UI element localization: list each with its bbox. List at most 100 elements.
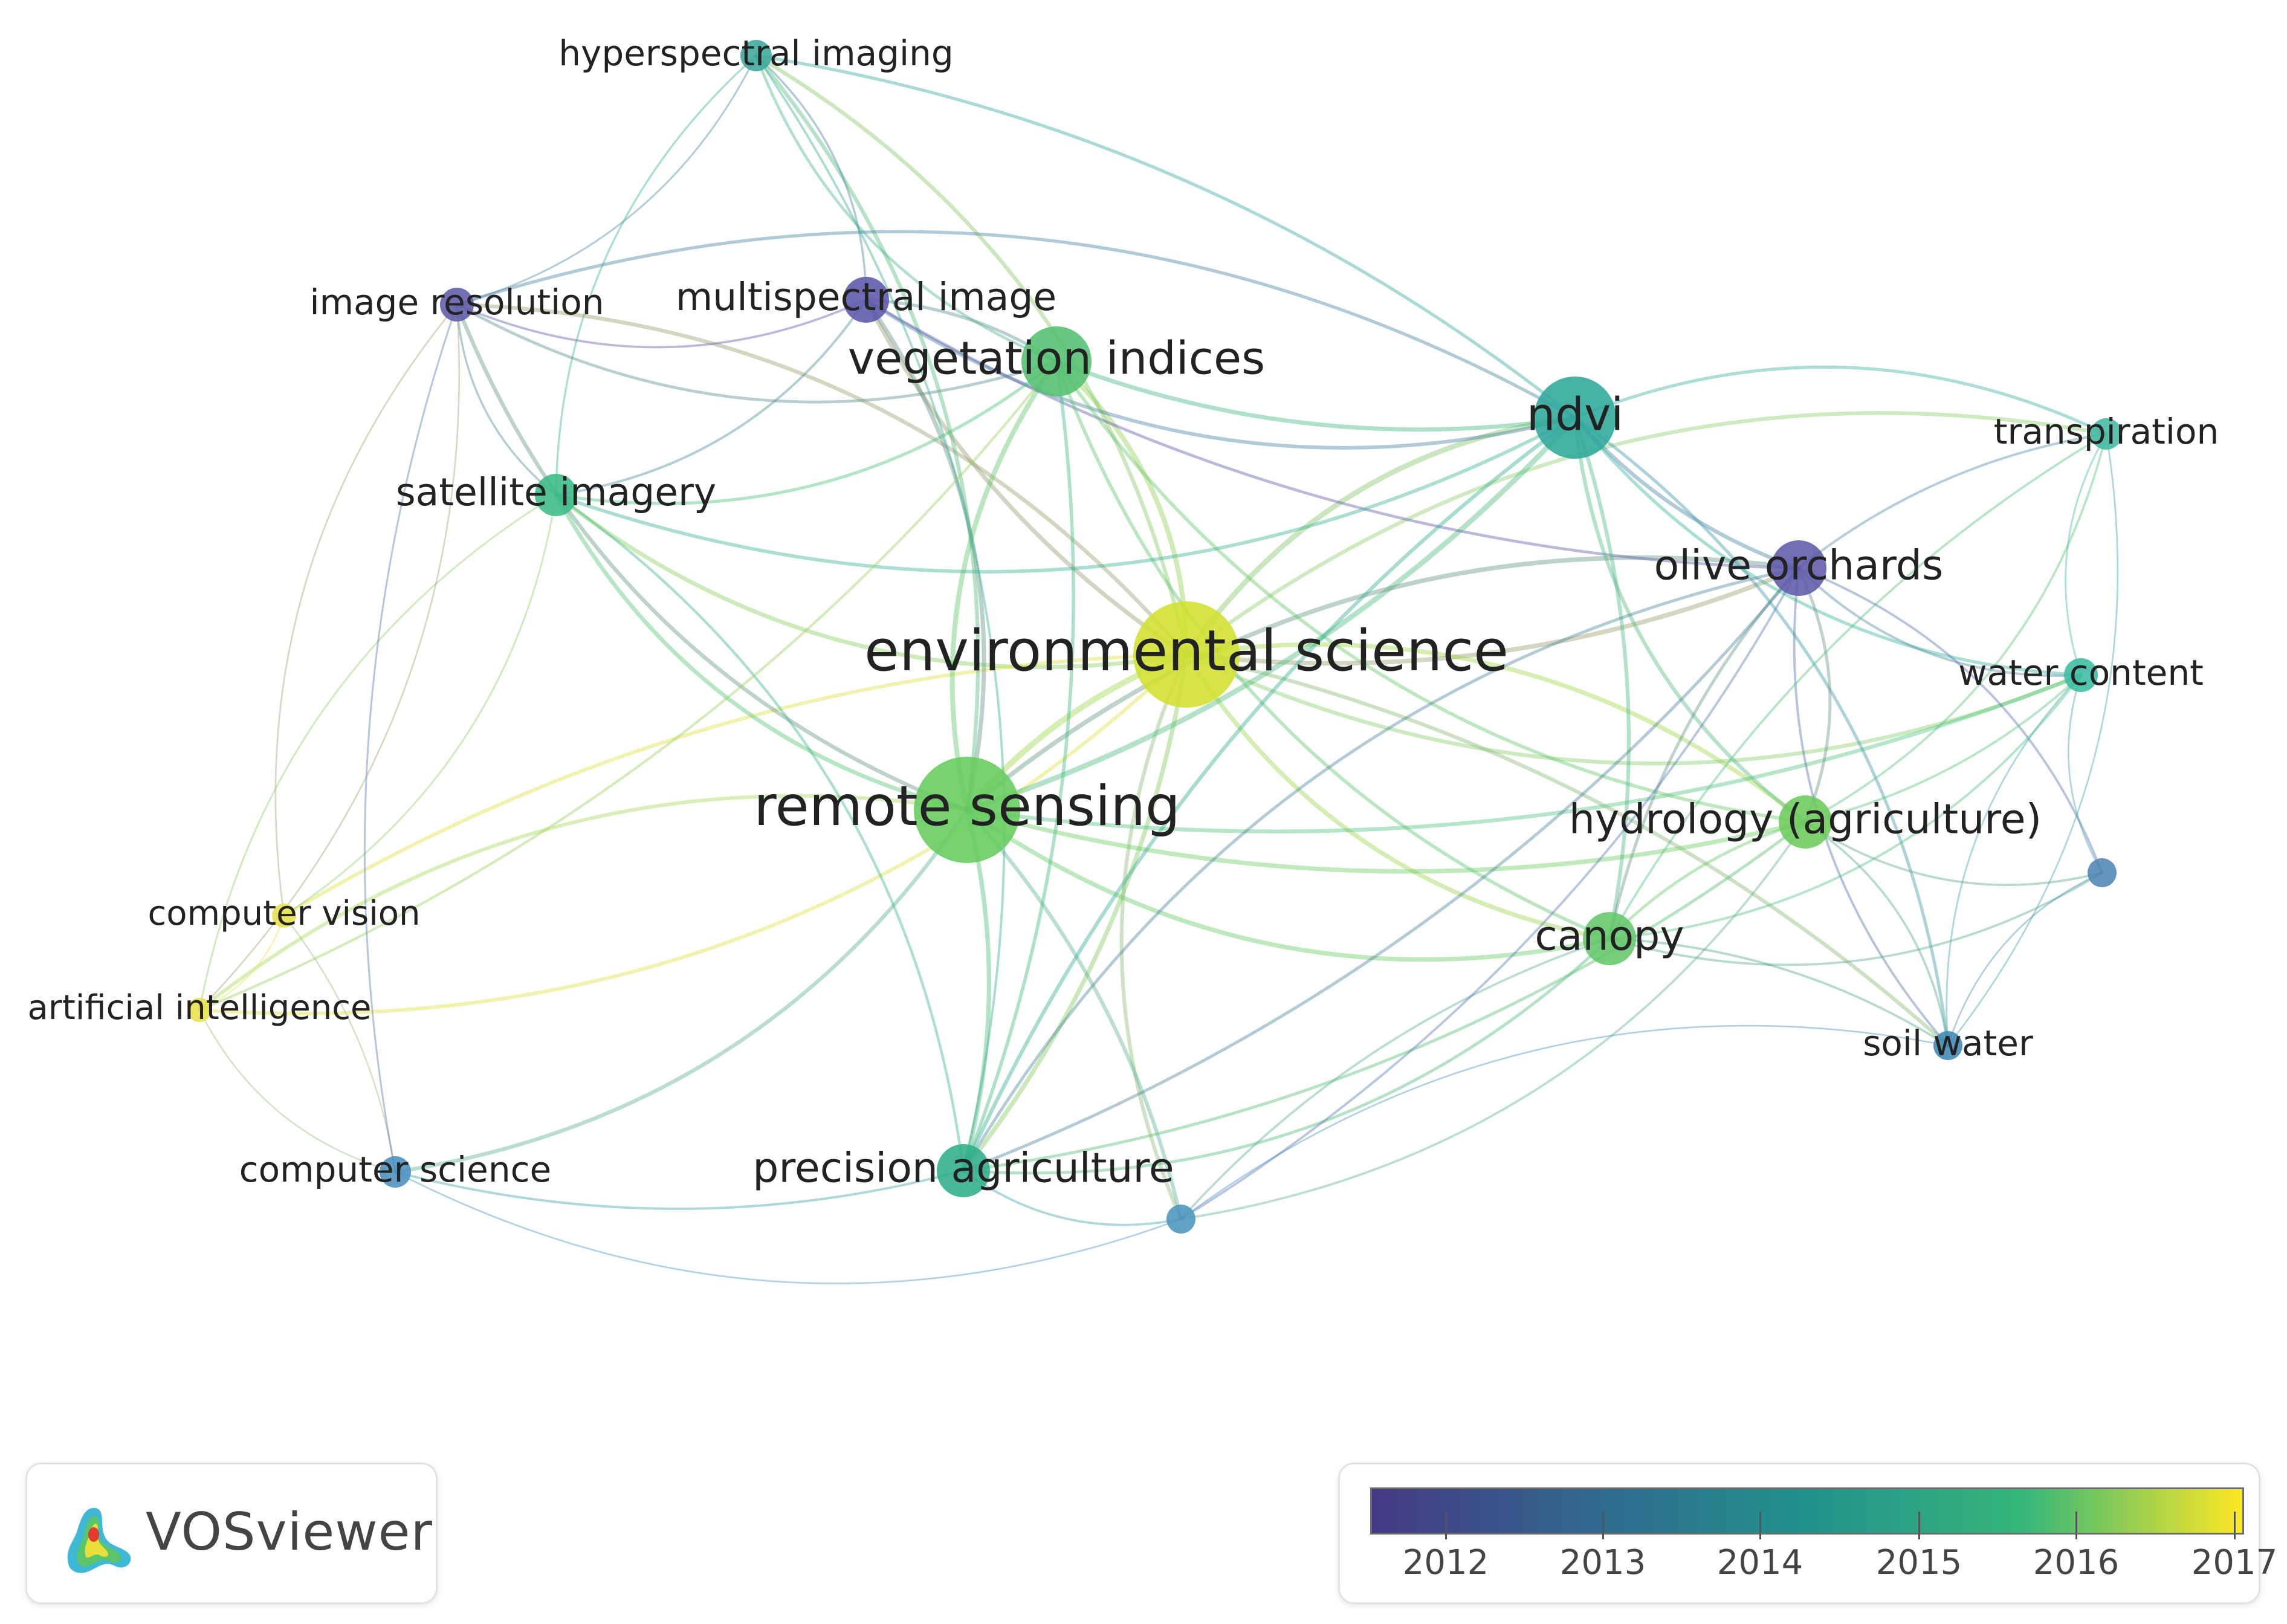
link-unlabeled_bottom-hydrology <box>1180 821 1807 1220</box>
link-multispectral-olive <box>864 298 1800 570</box>
link-ndvi-transpiration <box>1573 365 2108 436</box>
node-transpiration[interactable] <box>2091 418 2122 450</box>
scale-tick <box>1759 1512 1761 1539</box>
node-label-ndvi: ndvi <box>1527 388 1623 441</box>
link-env_science-precision_ag <box>961 652 1189 1173</box>
link-canopy-unlabeled_right <box>1608 872 2103 966</box>
link-transpiration-canopy <box>1608 433 2107 940</box>
node-satellite[interactable] <box>535 474 577 516</box>
node-label-remote_sensing: remote sensing <box>754 775 1180 838</box>
link-transpiration-hydrology <box>1804 433 2107 823</box>
link-hydrology-canopy <box>1608 820 1807 940</box>
scale-tick-label: 2012 <box>1402 1543 1489 1582</box>
link-veg_indices-precision_ag <box>962 360 1075 1173</box>
link-ndvi-canopy <box>1573 415 1631 941</box>
node-hydrology[interactable] <box>1779 795 1832 849</box>
link-satellite-image_res <box>456 303 557 496</box>
link-canopy-soil_water <box>1608 937 1949 1047</box>
link-remote_sensing-computer_science <box>393 807 969 1174</box>
scale-tick-label: 2014 <box>1716 1543 1803 1582</box>
link-multispectral-ndvi <box>864 298 1577 450</box>
link-olive-transpiration <box>1797 433 2107 569</box>
link-env_science-water_content <box>1184 652 2083 766</box>
link-ai-satellite <box>198 494 557 1011</box>
link-env_science-image_res <box>454 302 1189 657</box>
node-label-computer_science: computer science <box>239 1149 551 1190</box>
node-label-soil_water: soil water <box>1863 1023 2033 1064</box>
node-label-olive: olive orchards <box>1654 542 1944 590</box>
node-veg_indices[interactable] <box>1021 326 1092 396</box>
link-hydrology-unlabeled_right <box>1804 821 2103 887</box>
vosviewer-logo-icon <box>67 1507 131 1573</box>
link-computer_vision-satellite <box>283 494 557 917</box>
link-ndvi-image_res <box>455 230 1577 419</box>
scale-tick-label: 2017 <box>2191 1543 2278 1582</box>
link-veg_indices-satellite <box>554 360 1058 505</box>
scale-tick <box>2234 1512 2236 1539</box>
node-label-water_content: water content <box>1958 652 2204 693</box>
node-label-ai: artificial intelligence <box>27 988 371 1027</box>
node-computer_vision[interactable] <box>272 904 296 928</box>
node-unlabeled_bottom[interactable] <box>1166 1205 1195 1234</box>
link-computer_science-unlabeled_bottom <box>394 1171 1182 1284</box>
link-transpiration-soil_water <box>1947 433 2119 1047</box>
node-label-satellite: satellite imagery <box>396 470 716 514</box>
link-remote_sensing-image_res <box>454 302 969 812</box>
link-remote_sensing-satellite <box>554 493 969 812</box>
scale-tick-label: 2015 <box>1875 1543 1962 1582</box>
link-hyperspectral-image_res <box>456 54 757 306</box>
node-ndvi[interactable] <box>1534 377 1616 459</box>
node-label-canopy: canopy <box>1535 913 1684 960</box>
nodes-layer <box>187 40 2122 1234</box>
link-env_science-ndvi <box>1183 415 1578 658</box>
node-multispectral[interactable] <box>843 277 889 323</box>
link-remote_sensing-multispectral <box>864 297 986 812</box>
link-transpiration-water_content <box>2065 433 2107 676</box>
node-label-hyperspectral: hyperspectral imaging <box>558 33 953 74</box>
links-layer <box>198 53 2119 1284</box>
link-ndvi-satellite <box>554 416 1577 574</box>
link-computer_science-image_res <box>363 303 458 1173</box>
link-env_science-unlabeled_bottom <box>1119 652 1189 1221</box>
node-label-hydrology: hydrology (agriculture) <box>1569 796 2042 844</box>
node-soil_water[interactable] <box>1933 1031 1962 1060</box>
node-olive[interactable] <box>1771 540 1826 596</box>
link-precision_ag-computer_science <box>394 1169 965 1210</box>
link-precision_ag-satellite <box>554 493 965 1173</box>
link-multispectral-image_res <box>456 299 867 349</box>
link-soil_water-unlabeled_right <box>1947 872 2103 1047</box>
link-olive-canopy <box>1608 566 1800 940</box>
link-ai-computer_science <box>198 1009 396 1173</box>
link-unlabeled_bottom-soil_water <box>1180 1024 1949 1220</box>
link-water_content-soil_water <box>1946 674 2082 1047</box>
node-label-transpiration: transpiration <box>1994 411 2219 452</box>
link-hyperspectral-satellite <box>555 54 757 496</box>
link-canopy-precision_ag <box>962 937 1611 1175</box>
node-canopy[interactable] <box>1583 912 1636 965</box>
link-env_science-computer_vision <box>282 653 1188 917</box>
link-computer_vision-computer_science <box>283 914 396 1173</box>
node-unlabeled_right[interactable] <box>2088 858 2117 887</box>
node-hyperspectral[interactable] <box>740 40 772 71</box>
link-remote_sensing-canopy <box>965 807 1612 962</box>
node-image_res[interactable] <box>440 288 474 322</box>
scale-tick <box>1918 1512 1920 1539</box>
node-precision_ag[interactable] <box>937 1144 990 1197</box>
link-veg_indices-ndvi <box>1054 359 1577 432</box>
node-remote_sensing[interactable] <box>914 757 1020 863</box>
link-precision_ag-olive <box>962 566 1800 1173</box>
link-water_content-unlabeled_right <box>2067 674 2103 874</box>
link-remote_sensing-ai <box>198 794 969 1012</box>
link-env_science-multispectral <box>864 297 1189 657</box>
scale-tick <box>1445 1512 1447 1539</box>
node-computer_science[interactable] <box>380 1156 411 1188</box>
link-remote_sensing-olive <box>965 555 1801 812</box>
link-multispectral-satellite <box>554 298 868 497</box>
node-ai[interactable] <box>187 998 212 1022</box>
link-water_content-canopy <box>1608 674 2082 940</box>
node-water_content[interactable] <box>2064 658 2098 692</box>
node-env_science[interactable] <box>1133 601 1240 708</box>
link-remote_sensing-veg_indices <box>949 358 1059 813</box>
